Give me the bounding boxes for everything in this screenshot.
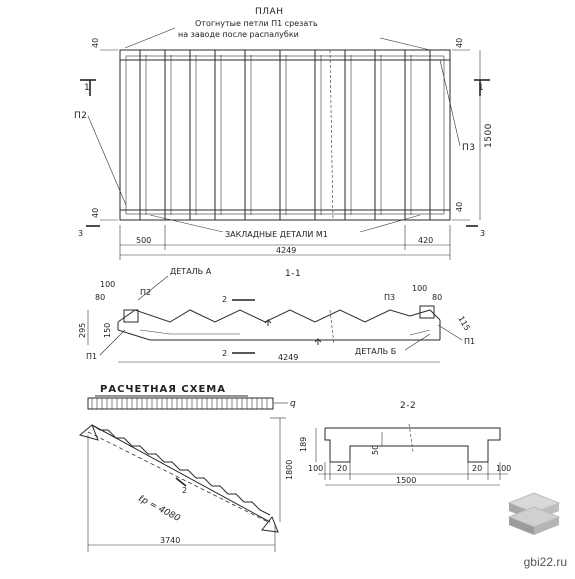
section11-label-p2: П2 [140,288,151,297]
plan-dim-40-bottom-left: 40 [91,208,100,218]
section11-dim-80: 80 [95,293,105,302]
leader-line [149,214,224,233]
calc-stair-soffit [91,424,271,523]
calc-support-left [78,424,99,441]
watermark-text: gbi22.ru [523,555,567,569]
leader-line [439,59,461,147]
section11-dim-80-right: 80 [432,293,442,302]
section11-dim-100: 100 [100,280,115,289]
leader-line [359,214,421,233]
section-2-2: 2-2 50 189 100 20 20 100 1500 [299,401,511,486]
section11-cut-2-top: 2 [222,295,227,304]
plan-step-lines [139,49,431,221]
plan-dim-40-top-right: 40 [455,38,464,48]
section11-label-p3: П3 [384,293,395,302]
section-1-1: 1-1 ДЕТАЛЬ А 2 2 П2 100 80 295 150 П1 П3… [78,267,475,363]
calc-dim-vertical: 1800 [285,460,294,480]
plan-view: ПЛАН Отогнутые петли П1 срезать на завод… [74,7,494,260]
calc-load-q: q [290,399,296,409]
plan-dim-total: 4249 [276,246,296,255]
plan-dim-width: 1500 [484,123,494,148]
calc-support-right [261,515,279,533]
calc-dim-horizontal: 3740 [160,536,180,545]
calc-scheme: РАСЧЕТНАЯ СХЕМА q [78,384,296,552]
section22-dim-100-right: 100 [496,464,511,473]
plan-dim-40-top-left: 40 [91,38,100,48]
section11-dim-295: 295 [78,323,87,338]
plan-note-line1: Отогнутые петли П1 срезать [195,19,318,28]
plan-section-mark-left: 1 [84,83,90,93]
plan-slab-outline [119,49,451,221]
stacked-slabs-logo [507,492,561,535]
section22-dim-100-left: 100 [308,464,323,473]
calc-span-label: ℓр = 4080 [136,493,182,524]
section11-label-p1-right: П1 [464,337,475,346]
plan-note-line2: на заводе после распалубки [178,30,299,39]
plan-dim-40-bottom-right: 40 [455,202,464,212]
section22-title: 2-2 [400,401,416,411]
plan-section-mark-right: 1 [478,83,484,93]
leader-line [87,115,127,206]
section11-title: 1-1 [285,269,301,279]
section22-dim-20-right: 20 [472,464,482,473]
section11-dim-150: 150 [103,323,112,338]
plan-dim-3-right: 3 [480,229,485,238]
plan-title: ПЛАН [255,7,283,17]
section11-detail-b: ДЕТАЛЬ Б [355,347,396,356]
calc-cut-2: 2 [182,486,187,495]
plan-embedded-parts: ЗАКЛАДНЫЕ ДЕТАЛИ М1 [225,230,328,239]
calc-stair-steps [91,424,271,516]
calc-axis [87,431,269,523]
leader-line [379,37,431,51]
plan-label-p3: П3 [462,143,476,153]
calc-title: РАСЧЕТНАЯ СХЕМА [100,384,226,395]
plan-dim-3-left: 3 [78,229,83,238]
section11-profile-top [117,309,441,323]
section22-dim-50: 50 [371,445,380,455]
calc-load-hatch [91,398,268,409]
leader-line [124,27,176,49]
plan-dim-left: 500 [136,236,151,245]
section22-outline [324,427,501,463]
section22-dim-width: 1500 [396,476,416,485]
section11-detail-a: ДЕТАЛЬ А [170,267,212,276]
calc-load-bar [87,397,274,410]
section11-dim-100-right: 100 [412,284,427,293]
section22-dim-20-left: 20 [337,464,347,473]
section11-dim-115: 115 [456,315,471,333]
section22-dim-189: 189 [299,437,308,452]
section11-end-block-right [419,305,435,319]
section11-label-p1-left: П1 [86,352,97,361]
plan-dim-right: 420 [418,236,433,245]
plan-slab-inner [125,55,445,215]
section11-cut-2-bottom: 2 [222,349,227,358]
plan-label-p2: П2 [74,111,88,121]
site-watermark: gbi22.ru [499,481,569,571]
section11-end-block-left [123,309,139,323]
section11-profile-bottom [117,329,440,341]
section11-dim-total: 4249 [278,353,298,362]
